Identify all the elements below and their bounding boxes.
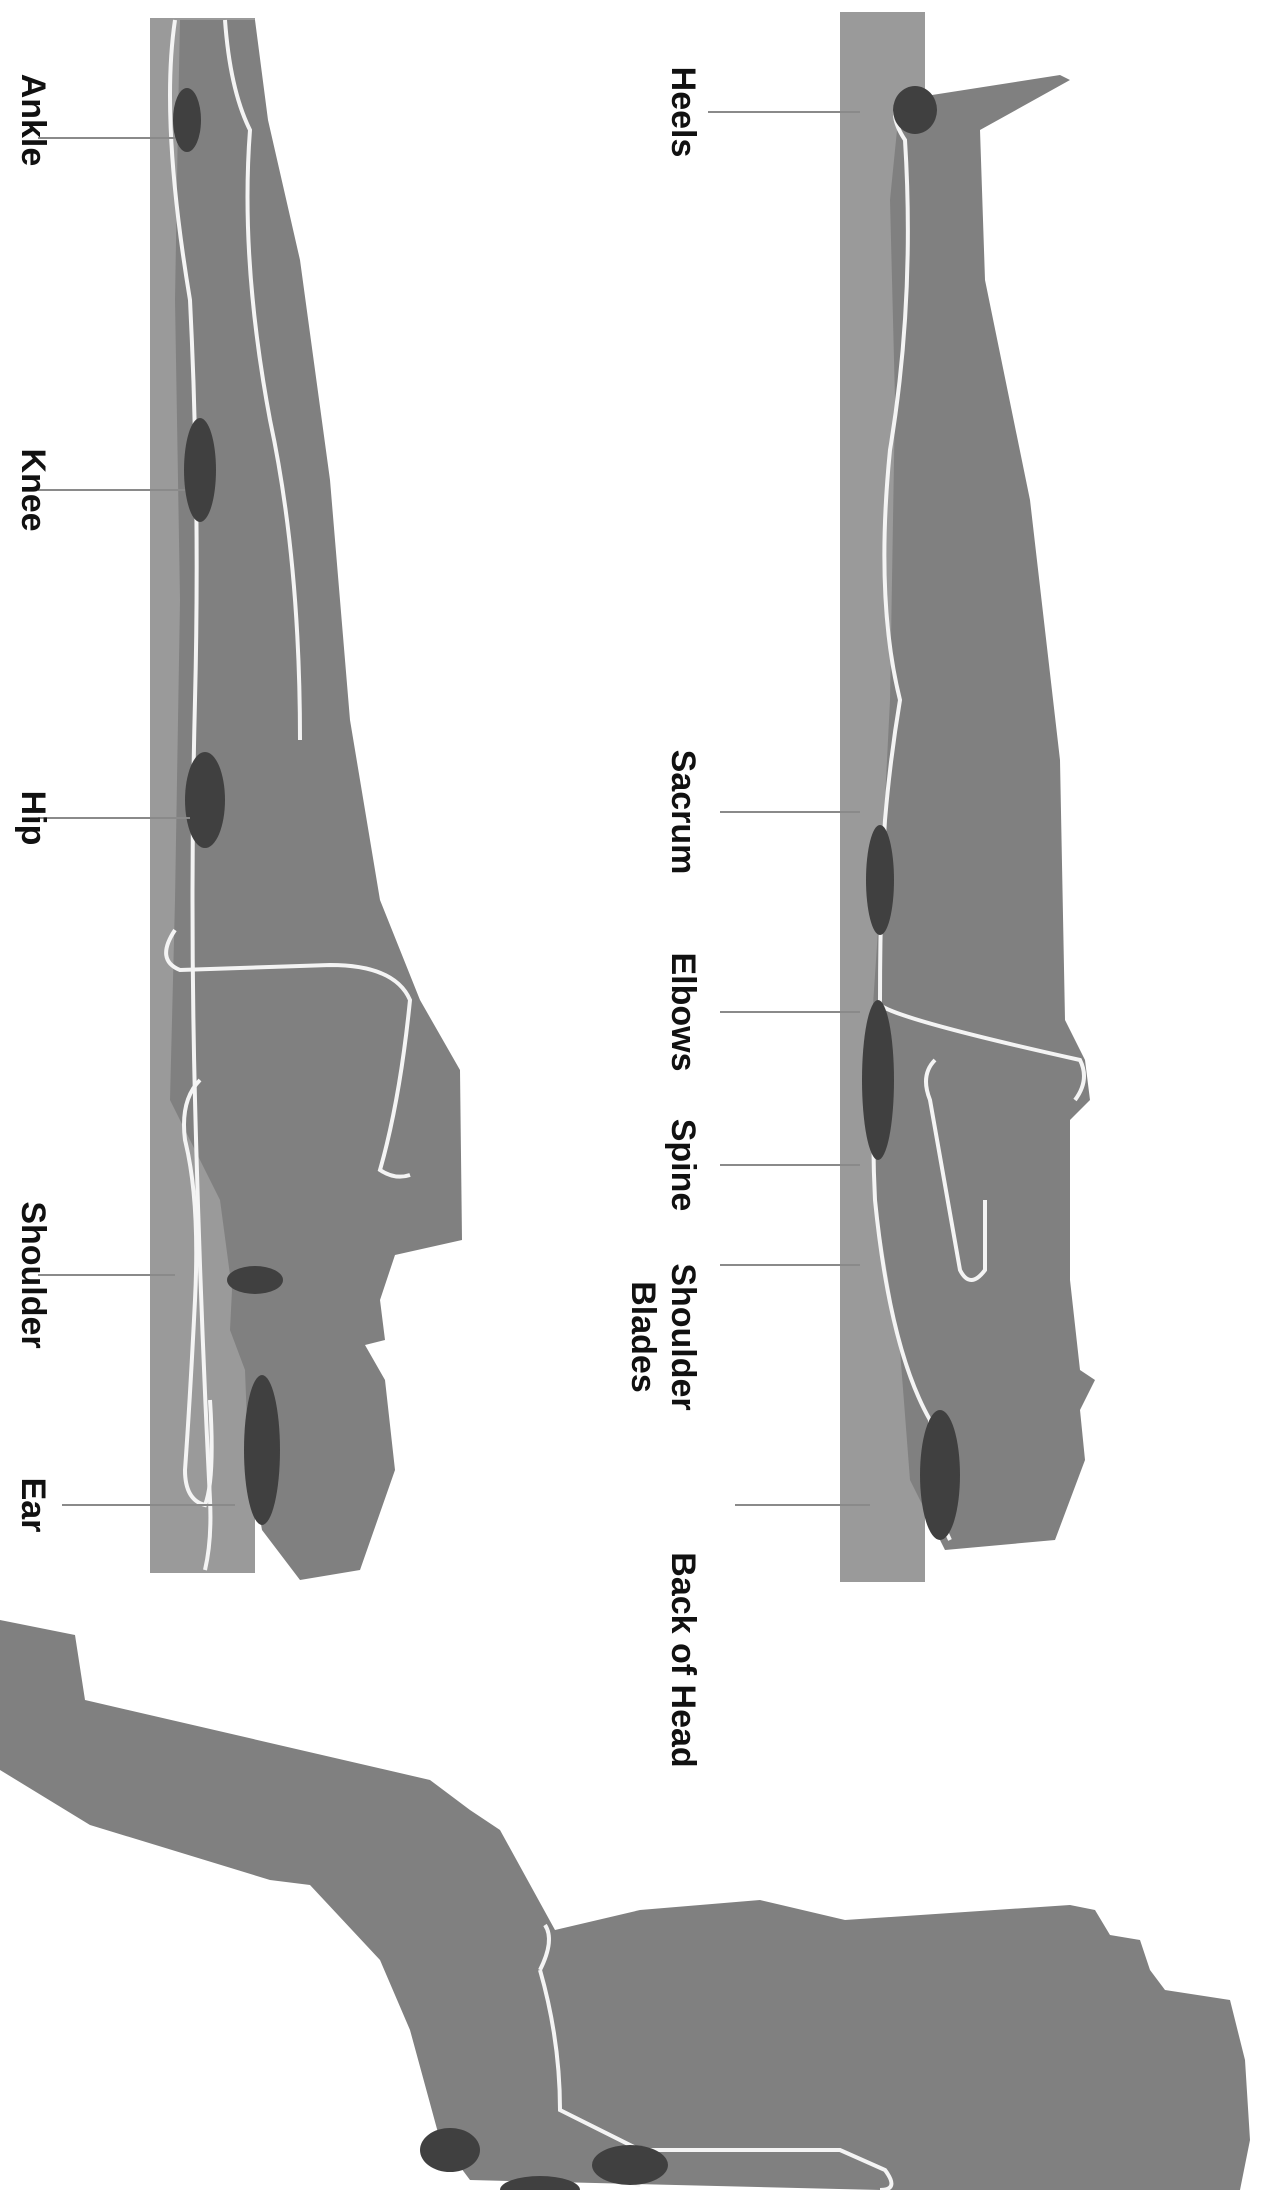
label-shoulder-blades-line1: Shoulder [664,1263,702,1410]
heels-pressure-point [893,86,937,134]
label-shoulder-blades-line2: Blades [624,1281,662,1393]
label-elbows: Elbows [664,952,702,1071]
supine-body-silhouette [870,75,1095,1550]
elbows-spine-pressure-point [862,1000,894,1160]
hip-pressure-point [185,752,225,848]
label-sacrum: Sacrum [664,750,702,875]
knee-pressure-point [184,418,216,522]
ear-pressure-point [244,1375,280,1525]
shoulder-pressure-point [227,1266,283,1294]
label-spine: Spine [664,1119,702,1212]
fowler-sacrum-pressure-point [420,2128,480,2172]
fowler-position-figure [0,1620,1250,2190]
label-shoulder: Shoulder [14,1201,52,1348]
label-ear: Ear [14,1478,52,1533]
fowler-body-silhouette [0,1620,1250,2190]
fowler-elbow-pressure-point [592,2145,668,2185]
sacrum-pressure-point [866,825,894,935]
back-of-head-pressure-point [920,1410,960,1540]
label-back-of-head: Back of Head [664,1552,702,1767]
label-hip: Hip [14,791,52,846]
label-ankle: Ankle [14,74,52,167]
label-heels: Heels [664,67,702,158]
label-knee: Knee [14,448,52,531]
ankle-pressure-point [173,88,201,152]
supine-position-figure: Heels Sacrum Elbows Spine Shoulder Blade… [624,12,1095,1768]
lateral-position-figure: Ankle Knee Hip Shoulder Ear [14,18,462,1580]
